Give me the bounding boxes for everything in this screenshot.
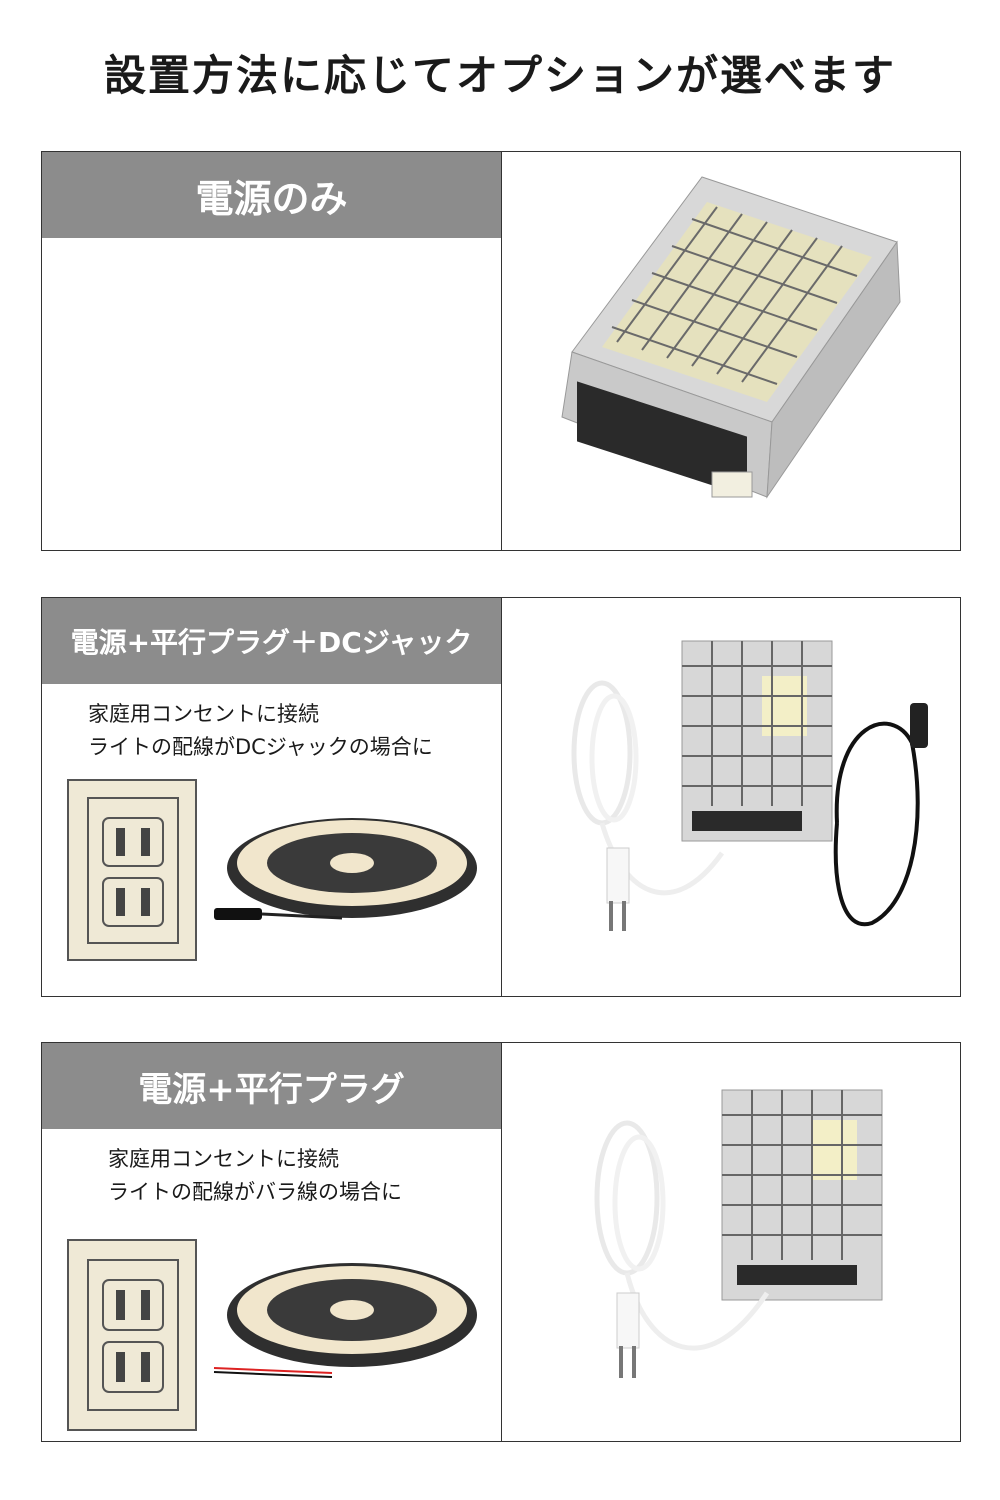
option-image <box>502 1043 961 1441</box>
power-supply-icon <box>561 176 901 499</box>
power-supply-icon <box>681 640 833 842</box>
option-title: 電源のみ <box>195 176 348 221</box>
option-title: 電源+平行プラグ <box>138 1069 405 1110</box>
option-title: 電源+平行プラグ＋DCジャック <box>70 626 473 659</box>
option-image <box>502 152 961 550</box>
option-info: 電源+平行プラグ＋DCジャック 家庭用コンセントに接続 ライトの配線がDCジャッ… <box>42 598 502 996</box>
parallel-plug-cable-icon <box>594 1120 770 1378</box>
wall-outlet-icon <box>67 1239 197 1431</box>
option-info: 電源のみ <box>42 152 502 550</box>
option-header: 電源のみ <box>42 152 501 238</box>
option-image <box>502 598 961 996</box>
option-header: 電源+平行プラグ＋DCジャック <box>42 598 501 684</box>
page-title: 設置方法に応じてオプションが選べます <box>103 51 896 100</box>
led-strip-reel-icon <box>214 818 477 920</box>
description-line: 家庭用コンセントに接続 <box>88 702 319 726</box>
option-panel-psu-plug: 電源+平行プラグ 家庭用コンセントに接続 ライトの配線がバラ線の場合に <box>41 1042 961 1442</box>
wall-outlet-icon <box>67 779 197 961</box>
option-description: 家庭用コンセントに接続 ライトの配線がDCジャックの場合に <box>88 698 433 764</box>
option-panel-psu-only: 電源のみ <box>41 151 961 551</box>
option-panel-psu-plug-dc: 電源+平行プラグ＋DCジャック 家庭用コンセントに接続 ライトの配線がDCジャッ… <box>41 597 961 997</box>
option-info: 電源+平行プラグ 家庭用コンセントに接続 ライトの配線がバラ線の場合に <box>42 1043 502 1441</box>
power-supply-icon <box>721 1089 883 1301</box>
option-description: 家庭用コンセントに接続 ライトの配線がバラ線の場合に <box>108 1143 402 1209</box>
parallel-plug-cable-icon <box>571 680 725 931</box>
led-strip-reel-icon <box>213 1263 477 1378</box>
description-line: 家庭用コンセントに接続 <box>108 1147 339 1171</box>
option-header: 電源+平行プラグ <box>42 1043 501 1129</box>
description-line: ライトの配線がバラ線の場合に <box>108 1180 402 1204</box>
dc-jack-cable-icon <box>833 703 928 927</box>
description-line: ライトの配線がDCジャックの場合に <box>88 735 433 759</box>
